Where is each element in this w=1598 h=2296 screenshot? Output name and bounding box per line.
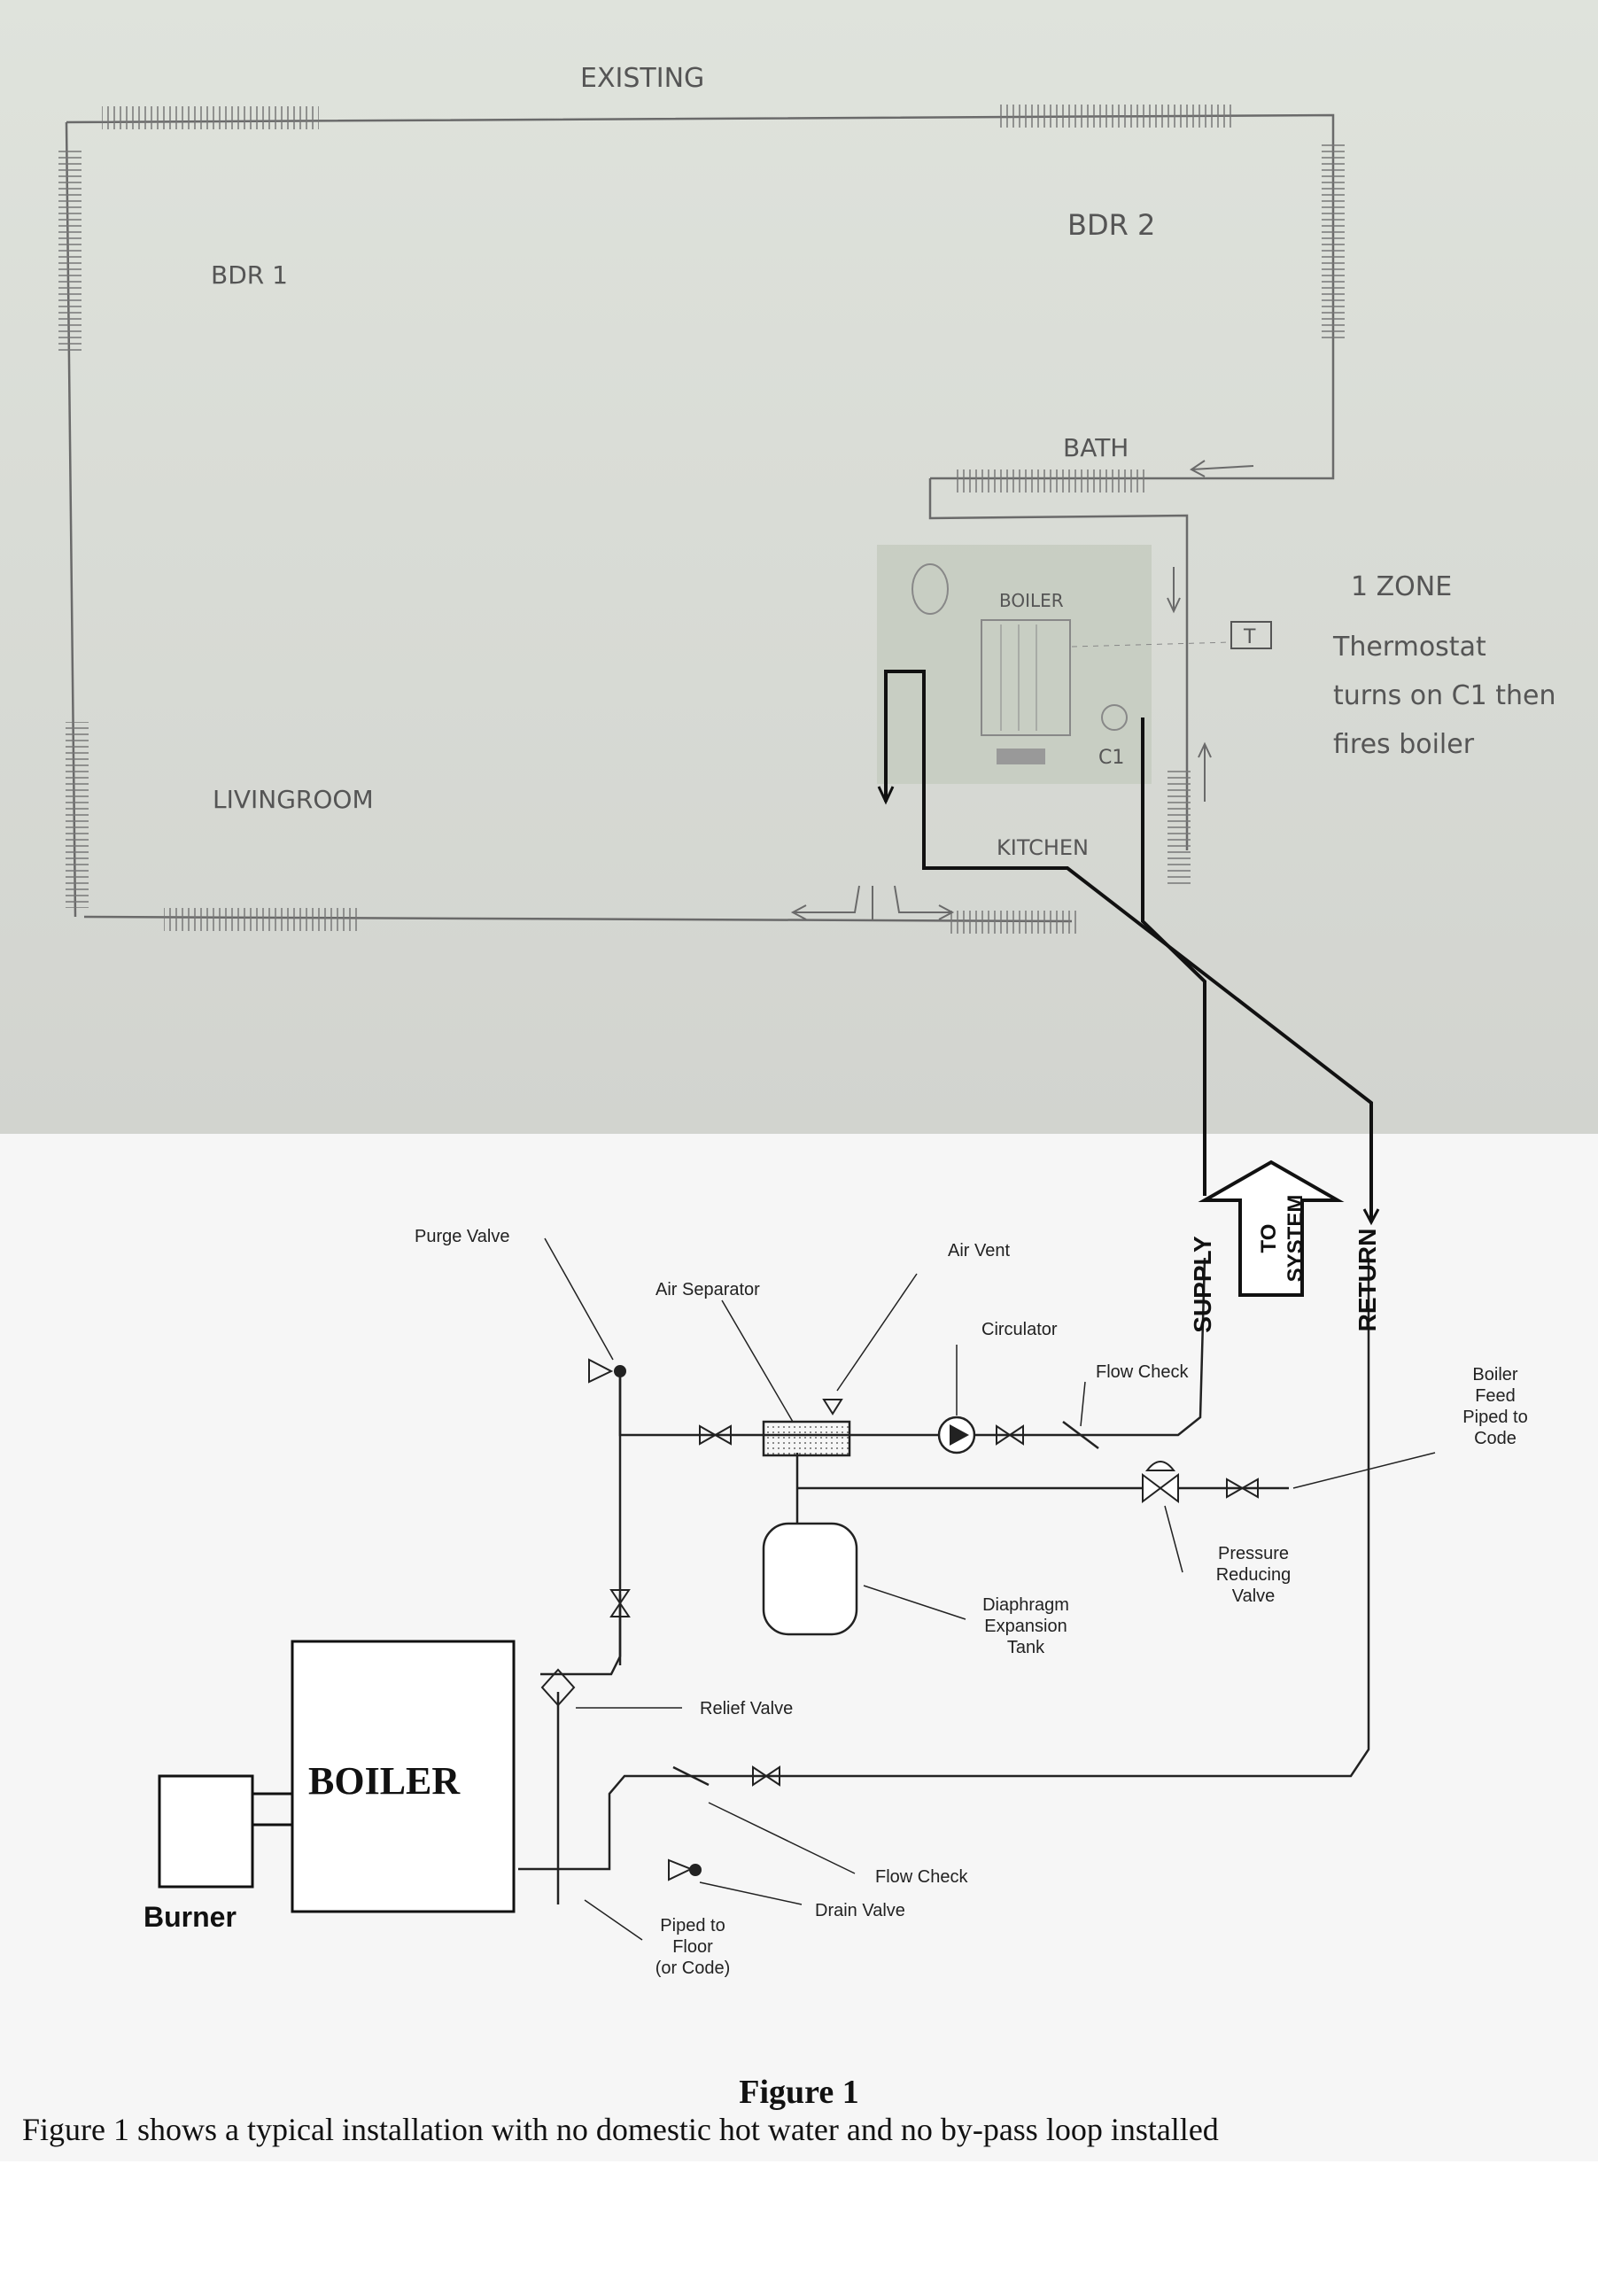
svg-text:Pressure: Pressure bbox=[1218, 1544, 1289, 1563]
purge-valve-label: Purge Valve bbox=[415, 1227, 509, 1246]
to-system-label-1: TO bbox=[1257, 1224, 1281, 1253]
flow-arrows bbox=[790, 460, 1254, 921]
check-valves bbox=[672, 1421, 1099, 1787]
air-vent-icon bbox=[822, 1399, 843, 1416]
return-label: RETURN bbox=[1354, 1229, 1381, 1332]
figure-title: Figure 1 bbox=[739, 2074, 859, 2111]
svg-text:Expansion: Expansion bbox=[984, 1617, 1067, 1636]
return-arrow-down bbox=[1362, 1208, 1380, 1226]
relief-valve-icon bbox=[540, 1668, 576, 1707]
to-system-label-2: SYSTEM bbox=[1284, 1195, 1307, 1283]
boiler-feed-label: Boiler Feed Piped to Code bbox=[1462, 1365, 1527, 1448]
svg-text:Piped to: Piped to bbox=[1462, 1408, 1527, 1427]
svg-text:turns on C1 then: turns on C1 then bbox=[1333, 680, 1555, 711]
svg-text:T: T bbox=[1243, 626, 1256, 648]
room-label-livingroom: LIVINGROOM bbox=[213, 785, 374, 814]
relief-valve-label: Relief Valve bbox=[700, 1699, 793, 1718]
thermostat-icon: T bbox=[1230, 621, 1272, 649]
zone-note: 1 ZONE Thermostat turns on C1 then fires… bbox=[1332, 571, 1555, 760]
room-label-bdr2: BDR 2 bbox=[1067, 208, 1155, 242]
purge-valve-icon bbox=[588, 1358, 626, 1384]
figure-caption: Figure 1 shows a typical installation wi… bbox=[22, 2112, 1219, 2147]
circulator-arrow-icon bbox=[950, 1424, 969, 1446]
diaphragm-tank-label: Diaphragm Expansion Tank bbox=[982, 1595, 1069, 1657]
burner-label: Burner bbox=[144, 1901, 237, 1933]
room-label-bdr1: BDR 1 bbox=[211, 260, 288, 290]
pressure-reducing-valve-label: Pressure Reducing Valve bbox=[1216, 1544, 1292, 1606]
svg-text:Reducing: Reducing bbox=[1216, 1565, 1292, 1585]
svg-text:Boiler: Boiler bbox=[1472, 1365, 1517, 1385]
drain-valve-icon bbox=[668, 1858, 702, 1881]
air-vent-label: Air Vent bbox=[948, 1241, 1010, 1260]
to-system-arrow-icon bbox=[1198, 1160, 1345, 1297]
supply-arrow-down bbox=[877, 786, 895, 805]
svg-text:Floor: Floor bbox=[672, 1937, 713, 1957]
baseboard-radiators bbox=[58, 105, 1345, 934]
svg-text:fires boiler: fires boiler bbox=[1333, 729, 1475, 760]
room-label-bath: BATH bbox=[1063, 433, 1129, 462]
svg-text:Feed: Feed bbox=[1475, 1386, 1516, 1406]
boiler-sketch-overlay: BOILER C1 bbox=[877, 545, 1232, 784]
boiler-sketch-label: BOILER bbox=[999, 590, 1064, 611]
circulator-label: Circulator bbox=[981, 1320, 1058, 1339]
flow-check-top-label: Flow Check bbox=[1096, 1362, 1189, 1382]
leader-lines bbox=[544, 1237, 1436, 1941]
air-separator-icon bbox=[762, 1420, 851, 1457]
sketch-title: EXISTING bbox=[580, 63, 704, 94]
burner-box bbox=[158, 1774, 254, 1889]
pressure-reducing-valve-icon bbox=[1142, 1461, 1179, 1503]
boiler-label: BOILER bbox=[308, 1759, 461, 1803]
svg-text:(or Code): (or Code) bbox=[655, 1959, 730, 1978]
svg-text:Thermostat: Thermostat bbox=[1332, 632, 1486, 663]
svg-text:Piped to: Piped to bbox=[660, 1916, 725, 1935]
supply-label: SUPPLY bbox=[1189, 1236, 1216, 1333]
boiler-box bbox=[291, 1640, 516, 1913]
drain-valve-label: Drain Valve bbox=[815, 1901, 905, 1920]
svg-text:1 ZONE: 1 ZONE bbox=[1351, 571, 1452, 602]
svg-text:Tank: Tank bbox=[1007, 1638, 1045, 1657]
room-label-kitchen: KITCHEN bbox=[997, 835, 1089, 860]
expansion-tank-icon bbox=[762, 1522, 858, 1636]
supply-return-connectors bbox=[884, 670, 1373, 1222]
flow-check-bottom-label: Flow Check bbox=[875, 1867, 968, 1887]
gate-valves bbox=[609, 1424, 1259, 1787]
circulator-sketch-label: C1 bbox=[1098, 747, 1124, 769]
burner-connector bbox=[252, 1792, 292, 1827]
air-separator-label: Air Separator bbox=[655, 1280, 760, 1299]
piped-to-floor-label: Piped to Floor (or Code) bbox=[655, 1916, 730, 1978]
svg-text:Valve: Valve bbox=[1232, 1586, 1276, 1606]
svg-text:Code: Code bbox=[1474, 1429, 1517, 1448]
piping-diagram-panel bbox=[0, 1134, 1598, 2161]
svg-text:Diaphragm: Diaphragm bbox=[982, 1595, 1069, 1615]
